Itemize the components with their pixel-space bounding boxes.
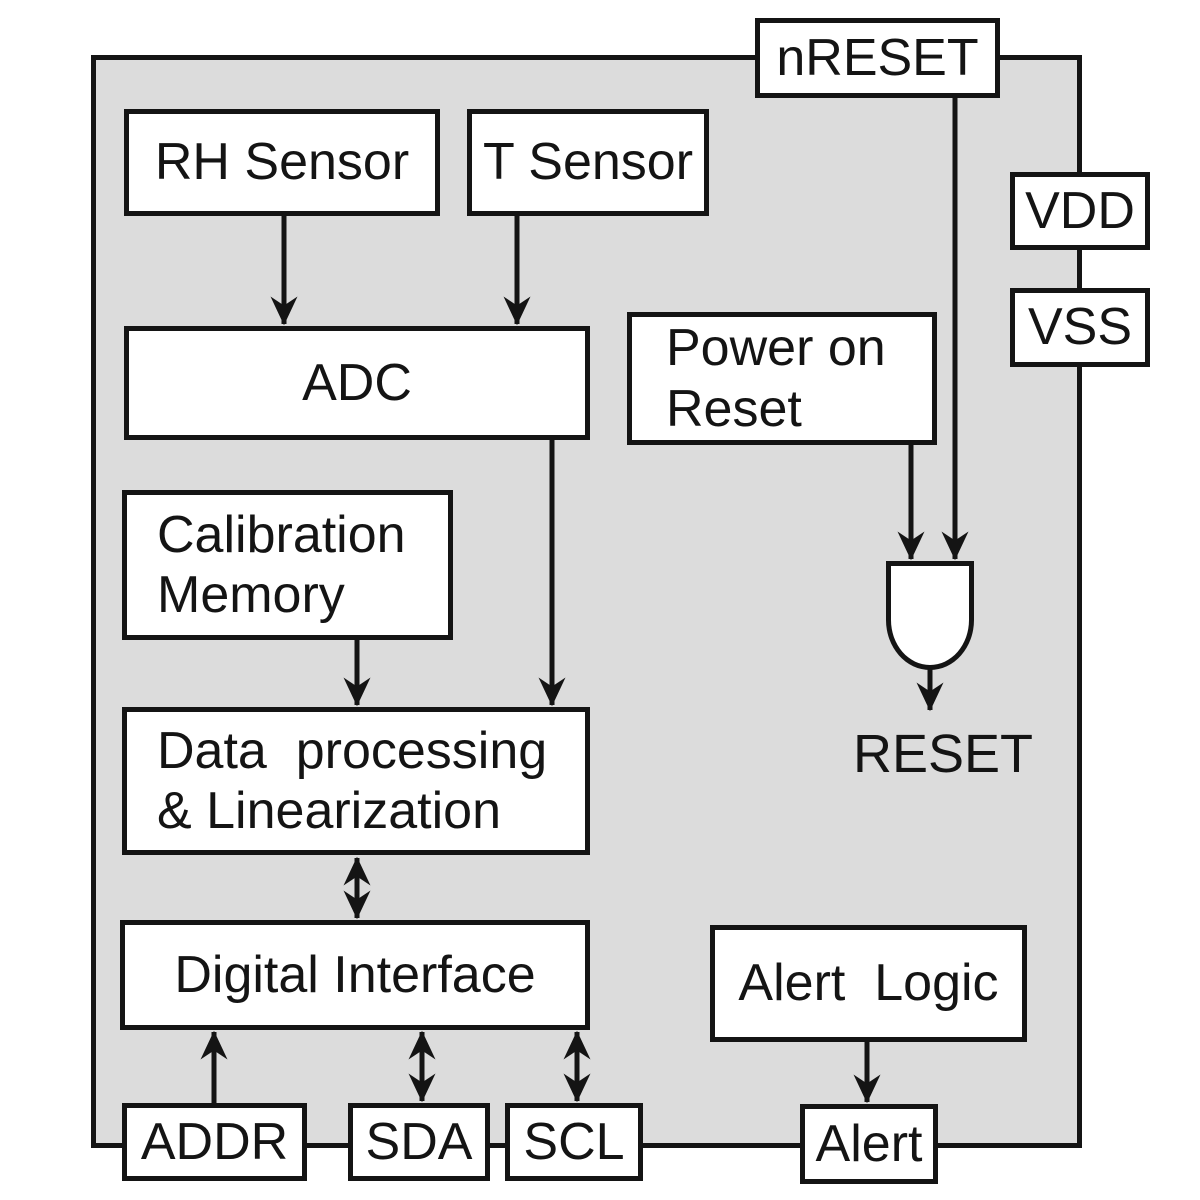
pin-vss-label: VSS bbox=[1027, 298, 1133, 357]
block-t-sensor: T Sensor bbox=[467, 109, 709, 216]
reset-or-gate-icon bbox=[886, 561, 974, 670]
block-adc: ADC bbox=[124, 326, 590, 440]
block-adc-label: ADC bbox=[302, 353, 412, 412]
pin-sda-label: SDA bbox=[365, 1112, 473, 1171]
block-alert-logic-label: Alert Logic bbox=[738, 954, 999, 1013]
pin-addr: ADDR bbox=[122, 1103, 307, 1181]
block-data-processing: Data processing & Linearization bbox=[122, 707, 590, 855]
block-t-sensor-label: T Sensor bbox=[482, 133, 694, 192]
block-calibration-memory: Calibration Memory bbox=[122, 490, 453, 640]
pin-nreset-label: nRESET bbox=[776, 28, 979, 87]
reset-net-label-text: RESET bbox=[852, 724, 1034, 784]
block-calibration-memory-label: Calibration Memory bbox=[157, 505, 406, 624]
pin-vss: VSS bbox=[1010, 288, 1150, 367]
block-digital-interface: Digital Interface bbox=[120, 920, 590, 1030]
pin-alert-label: Alert bbox=[815, 1114, 923, 1173]
pin-alert: Alert bbox=[800, 1104, 938, 1184]
pin-sda: SDA bbox=[348, 1103, 490, 1181]
pin-scl-label: SCL bbox=[523, 1112, 625, 1171]
reset-net-label: RESET bbox=[823, 724, 1063, 784]
block-power-on-reset: Power on Reset bbox=[627, 312, 937, 445]
block-digital-interface-label: Digital Interface bbox=[174, 945, 536, 1004]
block-rh-sensor: RH Sensor bbox=[124, 109, 440, 216]
block-data-processing-label: Data processing & Linearization bbox=[157, 721, 548, 840]
pin-addr-label: ADDR bbox=[140, 1112, 289, 1171]
pin-vdd-label: VDD bbox=[1025, 181, 1135, 240]
pin-nreset: nRESET bbox=[755, 18, 1000, 98]
block-alert-logic: Alert Logic bbox=[710, 925, 1027, 1042]
pin-scl: SCL bbox=[505, 1103, 643, 1181]
block-power-on-reset-label: Power on Reset bbox=[666, 319, 886, 438]
block-rh-sensor-label: RH Sensor bbox=[154, 133, 410, 192]
pin-vdd: VDD bbox=[1010, 172, 1150, 250]
